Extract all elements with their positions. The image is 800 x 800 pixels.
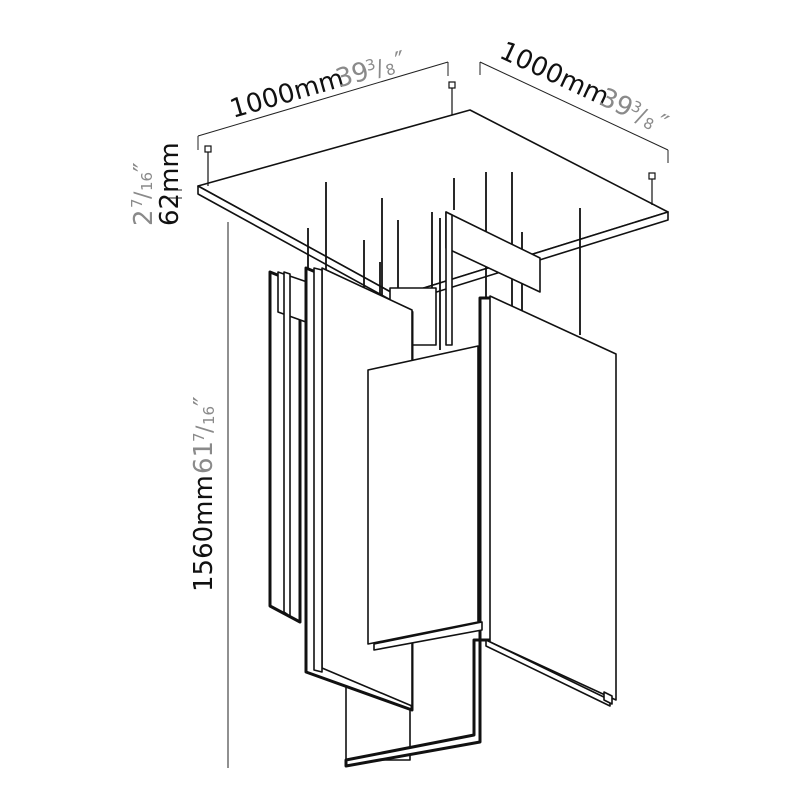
side-width-mm: 1000mm (495, 36, 614, 113)
side-width-inch-mark: ″ (651, 109, 673, 140)
canopy-height-inch-mark: ″ (129, 162, 159, 172)
front-width-label: 1000mm 39 3 / 8 ″ (227, 46, 410, 125)
overall-height-inch-num: 7 (190, 432, 208, 442)
right-panel-stack (478, 295, 617, 707)
canopy-height-inch-den: 16 (138, 172, 156, 191)
canopy-height-mm: 62mm (155, 142, 185, 226)
svg-text:/: / (131, 191, 156, 199)
overall-height-mm: 1560mm (189, 475, 219, 592)
canopy-height-label: 62mm 2 7 / 16 ″ (128, 142, 185, 226)
front-width-inch-num: 3 (363, 55, 377, 75)
front-centre-panel (367, 345, 483, 651)
front-width-mm: 1000mm (227, 64, 348, 125)
overall-height-label: 1560mm 61 7 / 16 ″ (189, 396, 219, 592)
overall-height-inch-den: 16 (200, 406, 218, 425)
canopy-height-inch-num: 7 (128, 198, 146, 208)
dimension-lines (168, 61, 669, 768)
front-width-dimension-line (197, 61, 449, 137)
side-width-dimension-line (479, 61, 669, 151)
svg-text:/: / (193, 425, 218, 433)
canopy-height-inch-whole: 2 (129, 209, 159, 226)
overall-height-inch-mark: ″ (189, 396, 219, 406)
front-width-inch-den: 8 (383, 60, 397, 80)
overall-height-inch-whole: 61 (189, 441, 219, 474)
side-width-label: 1000mm 39 3 / 8 ″ (495, 36, 673, 140)
